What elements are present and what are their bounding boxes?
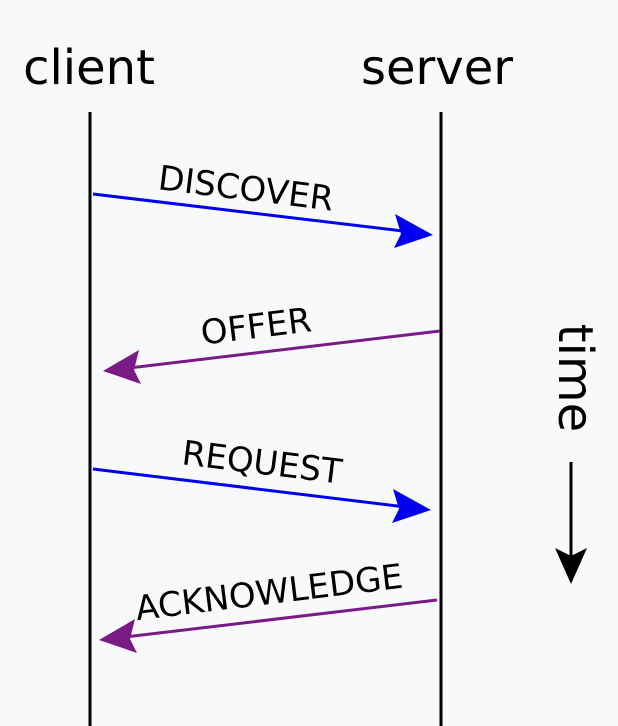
acknowledge-arrowhead: [99, 619, 137, 653]
acknowledge-label: ACKNOWLEDGE: [133, 557, 405, 629]
message-offer: OFFER: [103, 300, 441, 384]
client-label: client: [23, 40, 155, 96]
time-arrowhead: [555, 548, 587, 584]
time-label: time: [547, 324, 603, 432]
offer-arrowhead: [103, 350, 141, 384]
message-acknowledge: ACKNOWLEDGE: [99, 557, 438, 653]
discover-arrow: [92, 192, 429, 236]
discover-label: DISCOVER: [156, 158, 336, 219]
request-arrowhead: [392, 489, 431, 523]
offer-label: OFFER: [199, 300, 314, 353]
message-discover: DISCOVER: [92, 158, 433, 248]
request-arrow: [92, 467, 423, 511]
time-axis: time: [547, 324, 603, 584]
discover-arrowhead: [394, 214, 433, 248]
offer-arrow: [111, 329, 441, 372]
message-request: REQUEST: [92, 433, 431, 523]
server-label: server: [361, 40, 513, 96]
acknowledge-arrow: [107, 598, 438, 641]
